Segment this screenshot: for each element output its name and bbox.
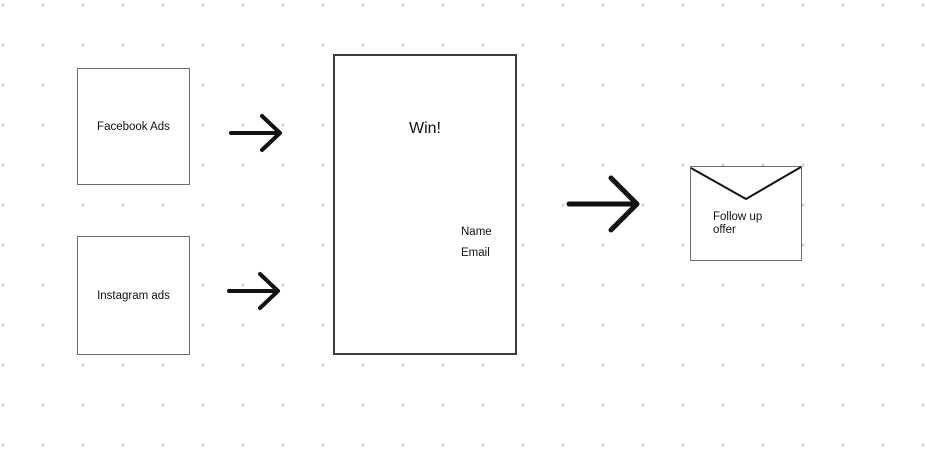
landing-page-title: Win! [409,120,441,137]
follow-up-label: Follow up offer [713,211,763,236]
landing-page-node[interactable]: Win! Name Email [333,54,517,355]
arrow-landing-to-followup-icon[interactable] [565,174,645,234]
instagram-ads-label: Instagram ads [97,289,170,302]
name-field-label: Name [461,226,492,238]
facebook-ads-node[interactable]: Facebook Ads [77,68,190,185]
email-field-label: Email [461,247,490,259]
arrow-facebook-to-landing-icon[interactable] [228,111,288,155]
instagram-ads-node[interactable]: Instagram ads [77,236,190,355]
arrow-instagram-to-landing-icon[interactable] [226,269,286,313]
envelope-icon [690,166,802,261]
follow-up-email-node[interactable]: Follow up offer [690,166,802,261]
facebook-ads-label: Facebook Ads [97,120,170,133]
